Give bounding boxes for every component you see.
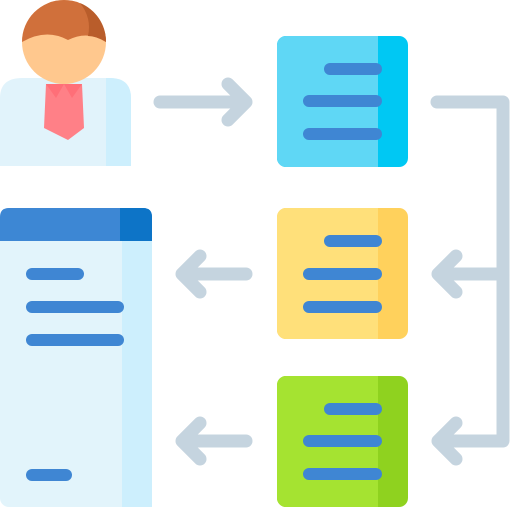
- arrow-doc-middle-to-report: [175, 249, 253, 299]
- user-collar-right: [64, 84, 82, 98]
- report-header: [0, 208, 152, 241]
- user-hair-shade: [80, 3, 107, 42]
- report-body: [0, 208, 152, 507]
- report: [0, 208, 152, 507]
- arrow-user-to-doc-top: [153, 77, 253, 127]
- doc-top: [277, 36, 408, 167]
- user-shirt-shade: [106, 78, 131, 166]
- user-collar-left: [46, 84, 64, 98]
- connector-rail: [430, 95, 510, 466]
- doc-bottom: [277, 376, 408, 507]
- arrow-doc-bottom-to-report: [175, 416, 253, 466]
- user-tie: [44, 84, 84, 140]
- report-body-shade-corner: [122, 490, 152, 507]
- report-header-shade: [120, 208, 152, 241]
- report-body-shade: [122, 230, 152, 507]
- user-node: [0, 0, 131, 166]
- doc-middle: [277, 208, 408, 339]
